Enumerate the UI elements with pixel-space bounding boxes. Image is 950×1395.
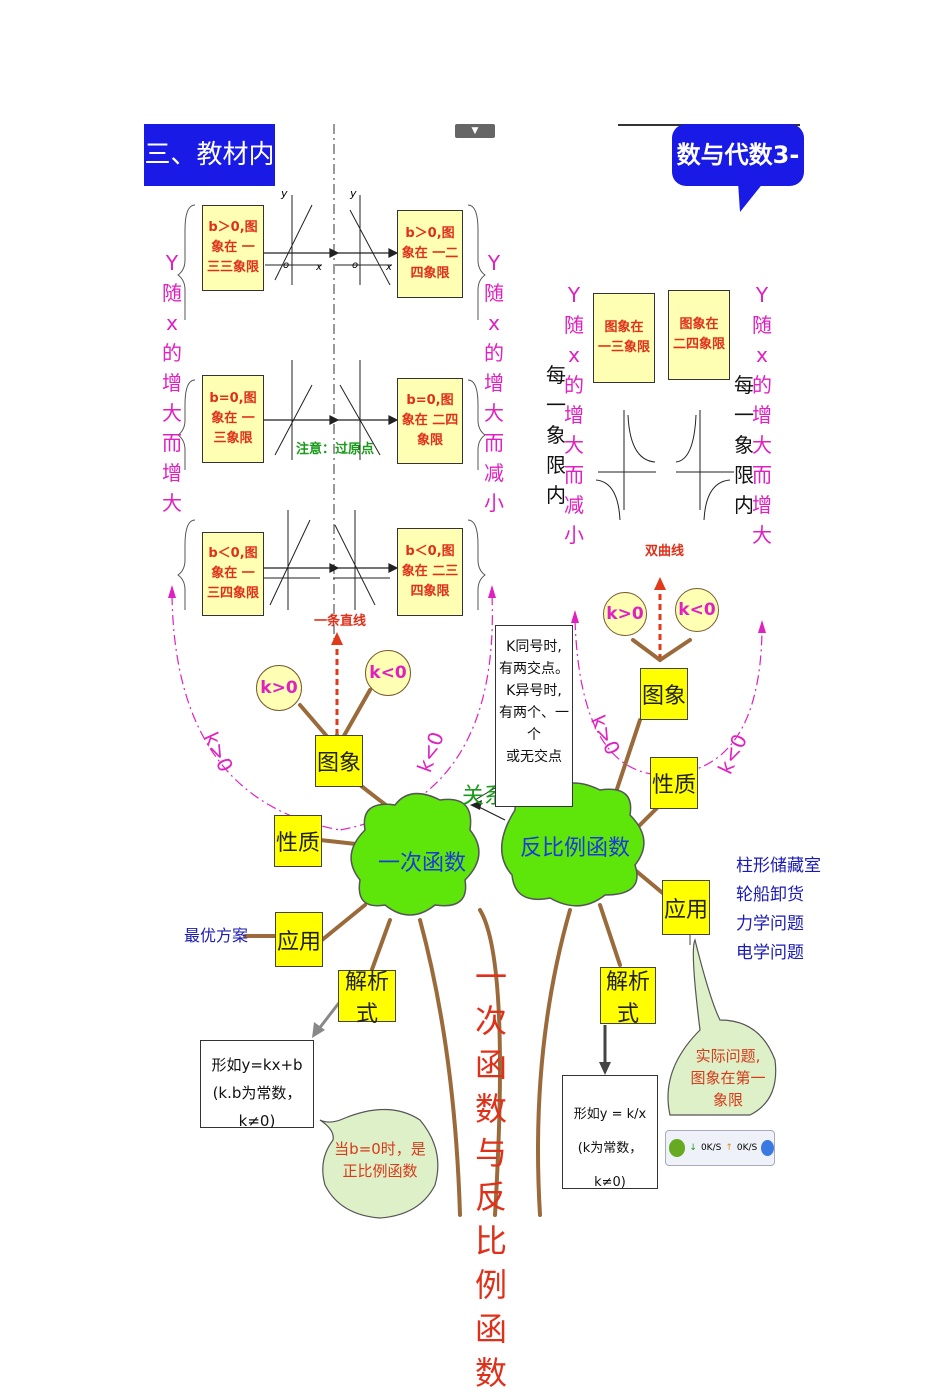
linear-bubble: 当b=0时，是正比例函数 [334,1140,426,1180]
box-b-negative-right: b＜0,图象在 二三四象限 [397,528,463,616]
inverse-image-node: 图象 [640,668,688,720]
linear-formula-box: 形如y=kx+b(k.b为常数，k≠0) [200,1040,314,1130]
browser-icon [761,1140,774,1156]
axis-origin-label: o [352,260,359,271]
linear-formula-node: 解析式 [338,970,396,1027]
straight-line-label: 一条直线 [314,614,367,629]
linear-function-cloud: 一次函数 [378,851,467,876]
download-arrow-icon: ↓ [689,1143,697,1153]
inverse-property-node: 性质 [650,757,698,809]
inverse-application-node: 应用 [662,880,710,935]
chapter-label: 数与代数3-2 [672,124,804,231]
axis-x-label: x [386,262,392,273]
box-inverse-24: 图象在 二四象限 [668,290,730,380]
inverse-right-quadrant-text: 每一象限内 [734,373,754,517]
box-b-zero-left: b=0,图象在 一三象限 [202,375,264,463]
axis-x-label: x [316,262,322,273]
network-speed-widget[interactable]: ↓ 0K/S ↑ 0K/S [665,1130,775,1166]
axis-y-label: y [281,187,288,200]
inverse-formula-node: 解析式 [600,967,656,1027]
section-title: 三、教材内容 [144,124,275,232]
inverse-k-negative-node: k<0 [675,588,719,632]
network-icon [669,1139,686,1157]
box-b-positive-left: b＞0,图象在 一三三象限 [202,205,264,291]
collapse-tab-icon[interactable]: ▼ [455,124,495,138]
application-list: 柱形储藏室轮船卸货力学问题电学问题 [736,856,821,963]
box-inverse-13: 图象在 一三象限 [593,293,655,383]
box-b-negative-left: b＜0,图象在 一三四象限 [202,532,264,616]
download-speed: 0K/S [700,1143,722,1153]
k-negative-node: k<0 [365,650,411,696]
axis-y-label: y [350,187,357,200]
linear-application-node: 应用 [275,912,323,967]
diagram-lines [168,124,777,1219]
origin-note: 注意：过原点 [296,442,375,457]
upload-arrow-icon: ↑ [725,1143,733,1153]
inverse-function-cloud: 反比例函数 [520,836,631,861]
axis-origin-label: o [283,260,290,271]
tree-trunk-title: 一次函数与反比例函数 [474,958,507,1392]
inverse-k-positive-node: k>0 [603,592,647,636]
upload-speed: 0K/S [736,1143,758,1153]
inverse-bubble: 实际问题,图象在第一象限 [690,1047,766,1109]
box-b-positive-right: b＞0,图象在 一二四象限 [397,210,463,298]
k-positive-node: k>0 [256,665,302,711]
relation-note: K同号时,有两交点。K异号时,有两个、一个或无交点 [495,625,573,807]
linear-property-node: 性质 [274,815,322,867]
hyperbola-label: 双曲线 [645,544,685,559]
linear-image-node: 图象 [315,735,363,787]
box-b-zero-right: b=0,图象在 二四象限 [397,378,463,464]
inverse-left-quadrant-text: 每一象限内 [546,363,566,507]
inverse-formula-box: 形如y = k/x(k为常数，k≠0) [562,1075,658,1190]
best-plan-label: 最优方案 [184,926,249,945]
callout-tail-icon [738,182,764,212]
